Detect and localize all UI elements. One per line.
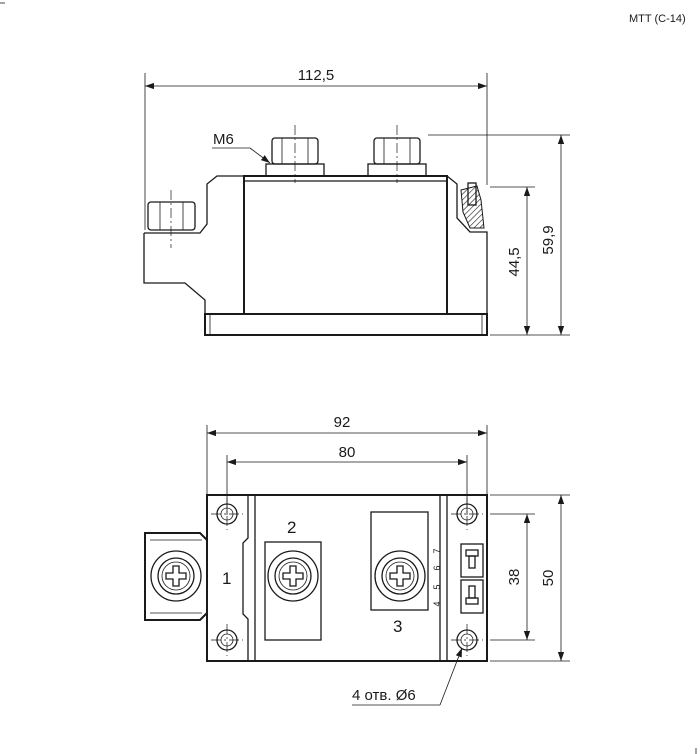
hole-pitch-label: 38 bbox=[506, 569, 523, 586]
height-total-label: 59,9 bbox=[540, 225, 557, 254]
cross-screw-icon bbox=[150, 550, 202, 602]
flange-top bbox=[144, 175, 244, 234]
pin-label: 7 bbox=[432, 548, 442, 553]
control-connector bbox=[460, 543, 484, 578]
body-right-step bbox=[446, 175, 488, 335]
holes-callout-label: 4 отв. Ø6 bbox=[352, 687, 416, 704]
flange-outline bbox=[143, 233, 206, 335]
outer-width-label: 92 bbox=[334, 414, 351, 431]
terminal-2-plate bbox=[264, 541, 322, 641]
body-edge-left bbox=[242, 495, 249, 661]
connector-section bbox=[460, 185, 485, 229]
module-body bbox=[243, 175, 448, 315]
cross-screw-icon bbox=[374, 550, 426, 602]
connector-pin bbox=[467, 182, 477, 206]
pin-label: 5 bbox=[432, 584, 442, 589]
control-connector bbox=[460, 579, 484, 614]
terminal-3-plate bbox=[370, 511, 429, 611]
terminal-1-label: 1 bbox=[222, 569, 231, 588]
terminal-3-label: 3 bbox=[393, 617, 402, 636]
height-body-label: 44,5 bbox=[506, 247, 523, 276]
hex-nut-icon bbox=[147, 201, 196, 231]
base-plate bbox=[204, 313, 488, 336]
top-view: 92 80 bbox=[144, 414, 570, 706]
terminal-1-tab bbox=[144, 532, 208, 621]
thread-label: M6 bbox=[213, 131, 234, 148]
terminal-2-label: 2 bbox=[287, 518, 296, 537]
leader-line bbox=[249, 147, 271, 164]
callout-leader bbox=[439, 647, 463, 706]
width-dimension-label: 112,5 bbox=[298, 67, 334, 84]
module-outline-top bbox=[206, 494, 488, 662]
pin-label: 4 bbox=[432, 601, 442, 606]
pin-label: 6 bbox=[432, 565, 442, 570]
outer-height-label: 50 bbox=[540, 570, 557, 587]
model-label: MTT (C-14) bbox=[629, 13, 686, 25]
side-view: 112,5 M6 bbox=[143, 67, 570, 336]
cross-screw-icon bbox=[267, 550, 319, 602]
hole-spacing-label: 80 bbox=[339, 444, 356, 461]
